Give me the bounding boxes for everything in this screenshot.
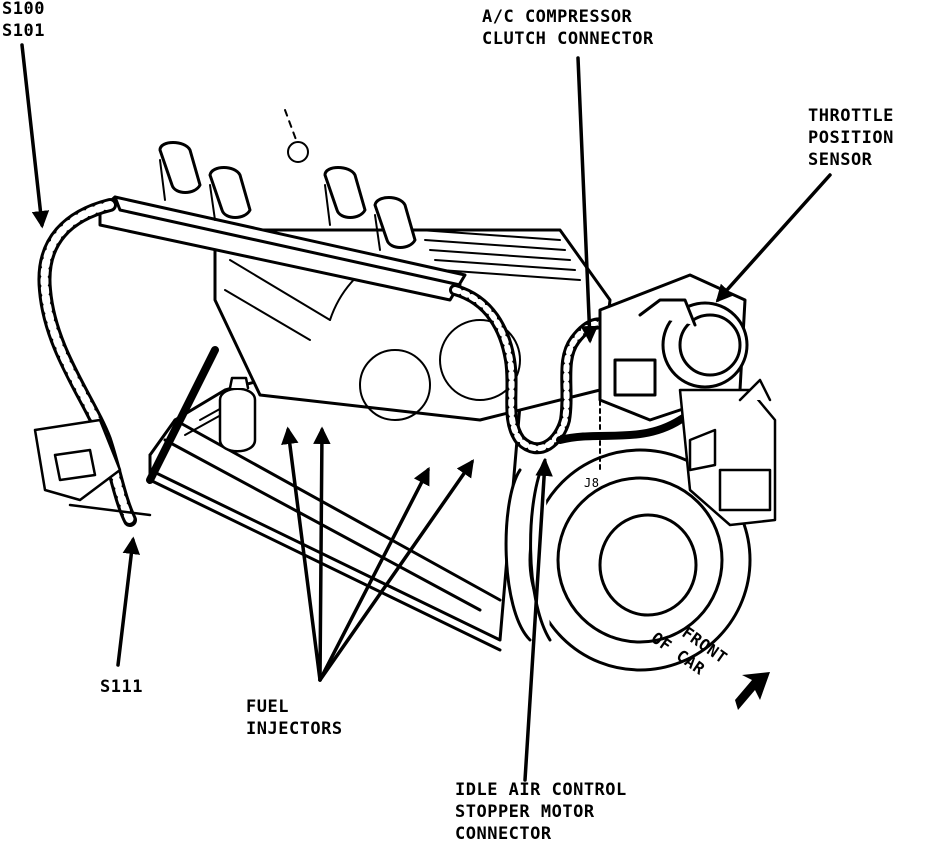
label-iac-line3: CONNECTOR xyxy=(455,824,552,844)
label-throttle-position-sensor: THROTTLE POSITION SENSOR xyxy=(808,105,894,171)
front-direction-arrow xyxy=(735,672,770,710)
label-s111: S111 xyxy=(100,677,143,697)
leader-injector-2 xyxy=(313,426,331,682)
label-s100-s101: S100 S101 xyxy=(2,0,45,42)
label-fuel-line1: FUEL xyxy=(246,697,289,717)
leader-injector-4 xyxy=(318,459,475,682)
intake-fins xyxy=(419,229,581,281)
leader-injector-1 xyxy=(281,426,322,682)
spark-plug-boots xyxy=(158,141,417,251)
label-ac-compressor: A/C COMPRESSOR CLUTCH CONNECTOR xyxy=(482,6,654,50)
label-iac-line1: IDLE AIR CONTROL xyxy=(455,780,627,800)
label-tps-line2: POSITION xyxy=(808,128,894,148)
label-s101: S101 xyxy=(2,21,45,41)
wiring-harness xyxy=(37,198,764,527)
label-ac-line1: A/C COMPRESSOR xyxy=(482,7,633,27)
leader-lines xyxy=(20,43,832,782)
label-idle-air-control: IDLE AIR CONTROL STOPPER MOTOR CONNECTOR xyxy=(455,779,627,845)
leader-iac xyxy=(523,458,553,782)
throttle-body xyxy=(598,273,749,422)
leader-ac-clutch xyxy=(576,56,599,344)
label-j8: J8 xyxy=(584,476,600,490)
accessory-bracket xyxy=(678,378,777,527)
leader-s111 xyxy=(116,536,141,667)
leader-injector-3 xyxy=(318,466,430,682)
leader-tps xyxy=(715,173,832,303)
label-ac-line2: CLUTCH CONNECTOR xyxy=(482,29,654,49)
injector-coil xyxy=(218,376,257,453)
label-s100: S100 xyxy=(2,0,45,19)
crank-pulley xyxy=(504,448,752,672)
label-tps-line3: SENSOR xyxy=(808,150,873,170)
label-iac-line2: STOPPER MOTOR xyxy=(455,802,595,822)
label-tps-line1: THROTTLE xyxy=(808,106,894,126)
firewall-bracket xyxy=(33,418,152,517)
label-fuel-line2: INJECTORS xyxy=(246,719,343,739)
leader-s100 xyxy=(20,43,50,229)
label-fuel-injectors: FUEL INJECTORS xyxy=(246,696,343,740)
vacuum-cap xyxy=(284,109,309,163)
